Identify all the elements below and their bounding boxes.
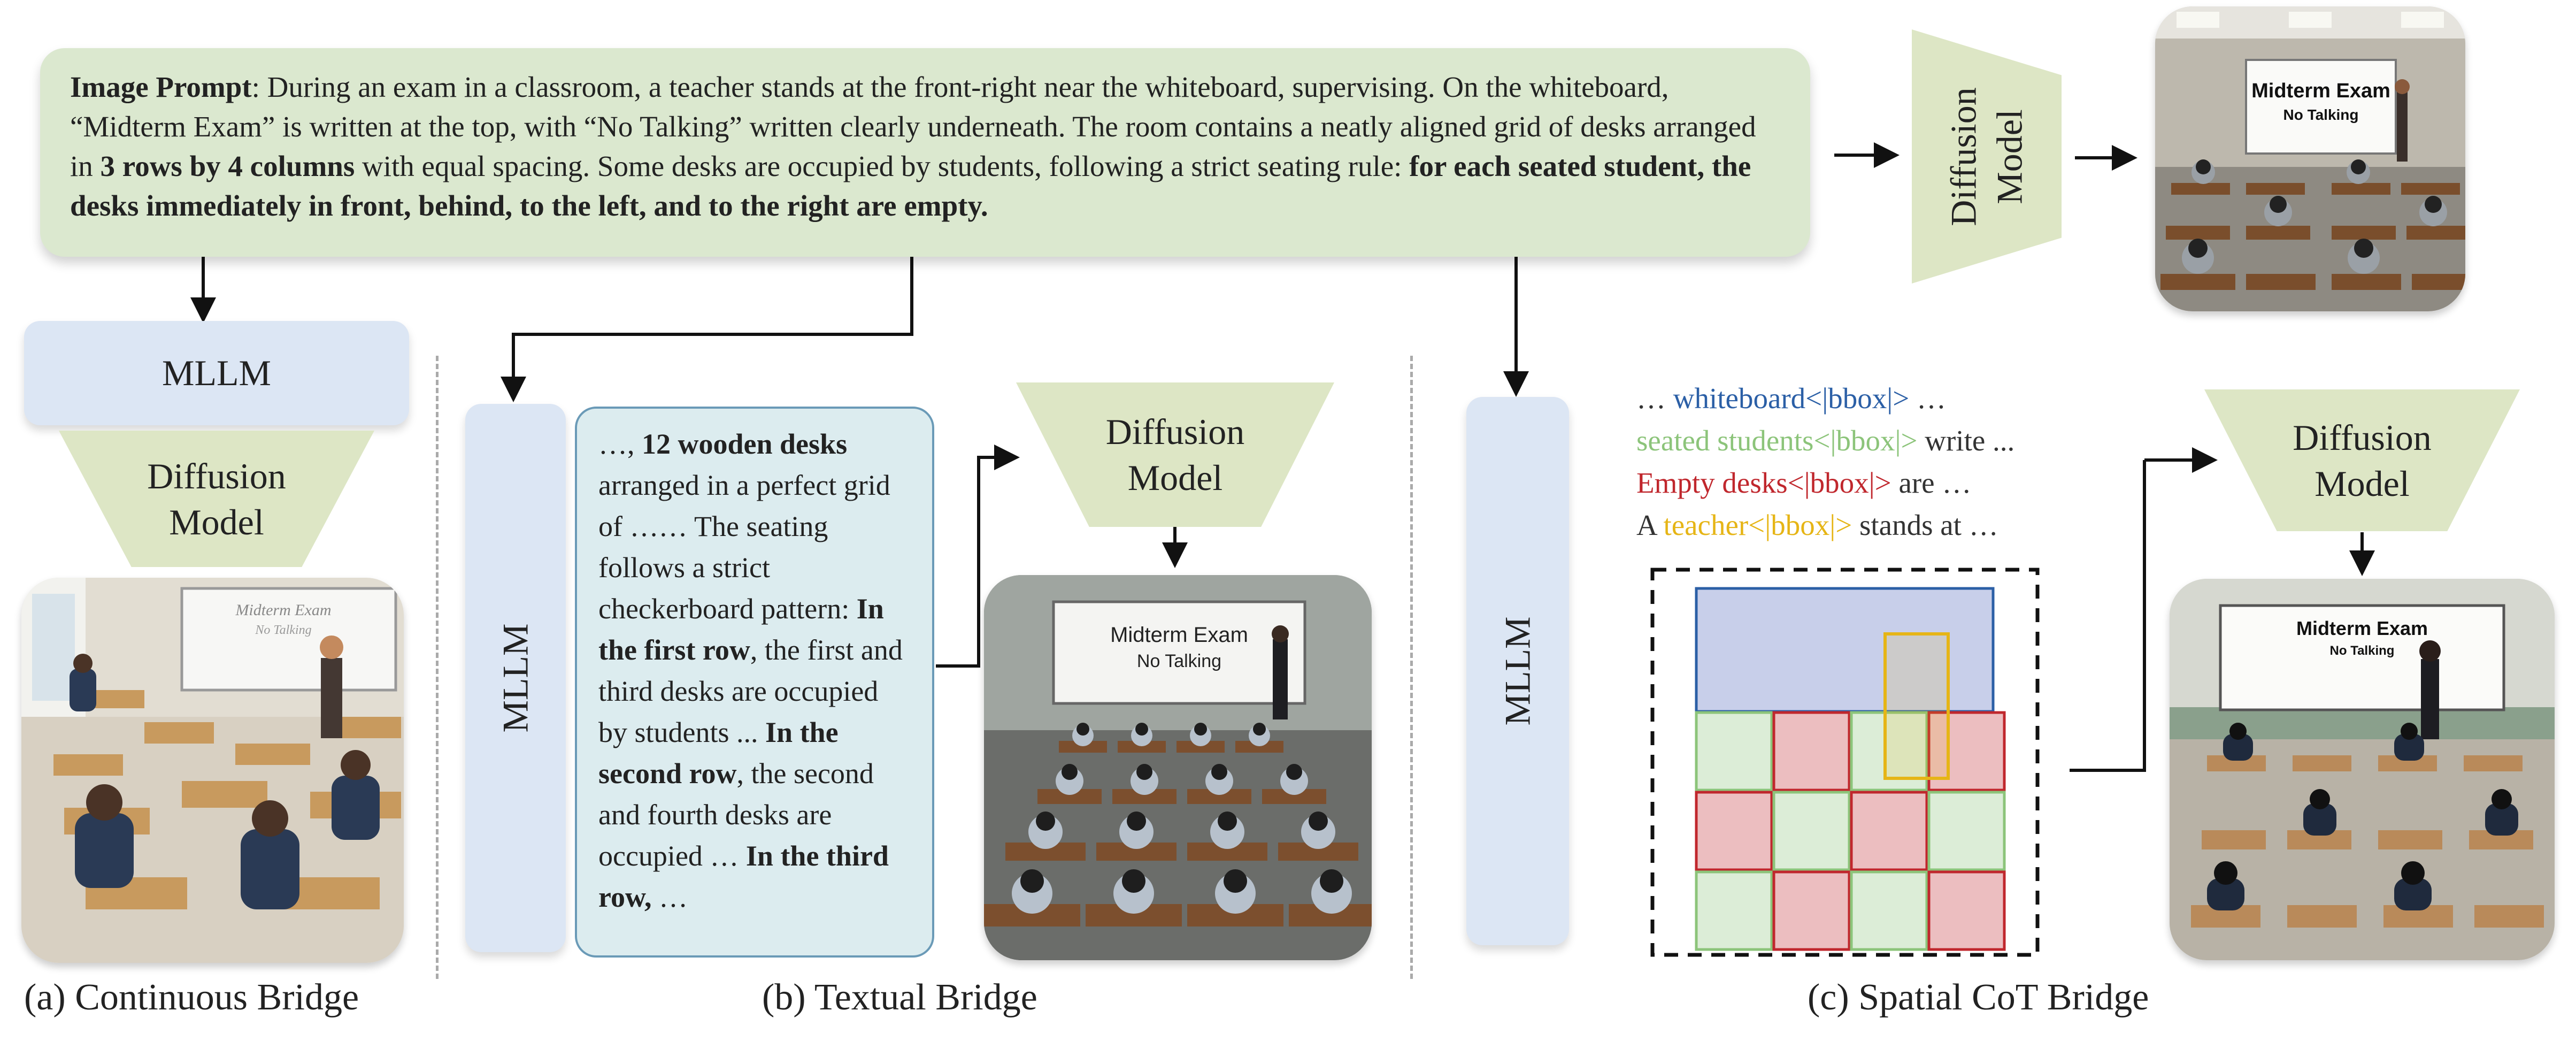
top-board-title: Midterm Exam (2251, 80, 2390, 102)
bbox-empty-desk (1927, 870, 2006, 951)
token-line-empty: Empty desks<|bbox|> are … (1636, 466, 1972, 499)
top-board-subtitle: No Talking (2283, 106, 2358, 123)
textual-board-title: Midterm Exam (1110, 623, 1248, 647)
spatial-board-title: Midterm Exam (2296, 617, 2428, 639)
bbox-empty-desk (1772, 870, 1851, 951)
bbox-whiteboard (1695, 587, 1995, 713)
bbox-teacher (1883, 632, 1950, 780)
separator-a-b (436, 356, 439, 979)
arrow-layout-to-spatial-diffusion (2070, 460, 2146, 772)
bbox-empty-desk (1850, 791, 1928, 871)
classroom-photo-spatial: Midterm Exam No Talking (2170, 579, 2555, 960)
continuous-output-image: Midterm Exam No Talking (21, 578, 404, 963)
bbox-empty-desk (1927, 711, 2006, 792)
prompt-text-2: with equal spacing. Some desks are occup… (355, 150, 1410, 182)
bbox-empty-desk (1695, 791, 1773, 871)
prompt-text-1: : During an exam in a classroom, a teach… (70, 71, 1756, 182)
textual-board-subtitle: No Talking (1137, 651, 1221, 671)
prompt-bold-rule: for each seated student, the desks immed… (70, 150, 1751, 222)
top-output-image: Midterm Exam No Talking (2155, 6, 2465, 311)
top-diffusion-model: Diffusion Model (1912, 29, 2062, 284)
arrow-text-to-textual-diffusion (936, 445, 1020, 668)
token-line-seated: seated students<|bbox|> write ... (1636, 424, 2015, 457)
bbox-seated-desk (1927, 791, 2006, 871)
spatial-board-subtitle: No Talking (2330, 644, 2395, 658)
spatial-output-image: Midterm Exam No Talking (2170, 579, 2555, 960)
bbox-seated-desk (1772, 791, 1851, 871)
spatial-token-text: … whiteboard<|bbox|> … seated students<|… (1636, 377, 2150, 546)
bbox-empty-desk (1772, 711, 1851, 792)
bbox-desk-grid (1695, 711, 2006, 951)
bbox-seated-desk (1695, 870, 1773, 951)
classroom-photo-continuous: Midterm Exam No Talking (21, 578, 404, 963)
spatial-mllm: MLLM (1466, 397, 1569, 945)
bbox-seated-desk (1695, 711, 1773, 792)
classroom-photo-top: Midterm Exam No Talking (2155, 6, 2465, 311)
token-line-whiteboard: … whiteboard<|bbox|> … (1636, 382, 1946, 415)
continuous-mllm: MLLM (24, 321, 409, 425)
textual-output-image: Midterm Exam No Talking (984, 575, 1372, 960)
image-prompt-box: Image Prompt: During an exam in a classr… (40, 48, 1810, 257)
continuous-board-subtitle: No Talking (255, 623, 311, 637)
top-diffusion-label: Diffusion Model (1943, 87, 2030, 226)
textual-mllm: MLLM (465, 404, 566, 952)
spatial-caption: (c) Spatial CoT Bridge (1808, 977, 2149, 1018)
bbox-seated-desk (1850, 870, 1928, 951)
prompt-bold-grid: 3 rows by 4 columns (100, 150, 355, 182)
layout-canvas-border (1650, 568, 2040, 957)
textual-bridge-text: …, 12 wooden desks arranged in a perfect… (575, 407, 934, 958)
token-line-teacher: A teacher<|bbox|> stands at … (1636, 509, 1998, 541)
classroom-photo-textual: Midterm Exam No Talking (984, 575, 1372, 960)
continuous-board-title: Midterm Exam (235, 601, 331, 619)
arrow-prompt-to-textual-mllm (501, 257, 913, 402)
prompt-label: Image Prompt (70, 71, 252, 103)
spatial-layout-boxes (1650, 568, 2040, 957)
separator-b-c (1410, 356, 1413, 979)
continuous-caption: (a) Continuous Bridge (24, 977, 359, 1018)
textual-caption: (b) Textual Bridge (762, 977, 1037, 1018)
